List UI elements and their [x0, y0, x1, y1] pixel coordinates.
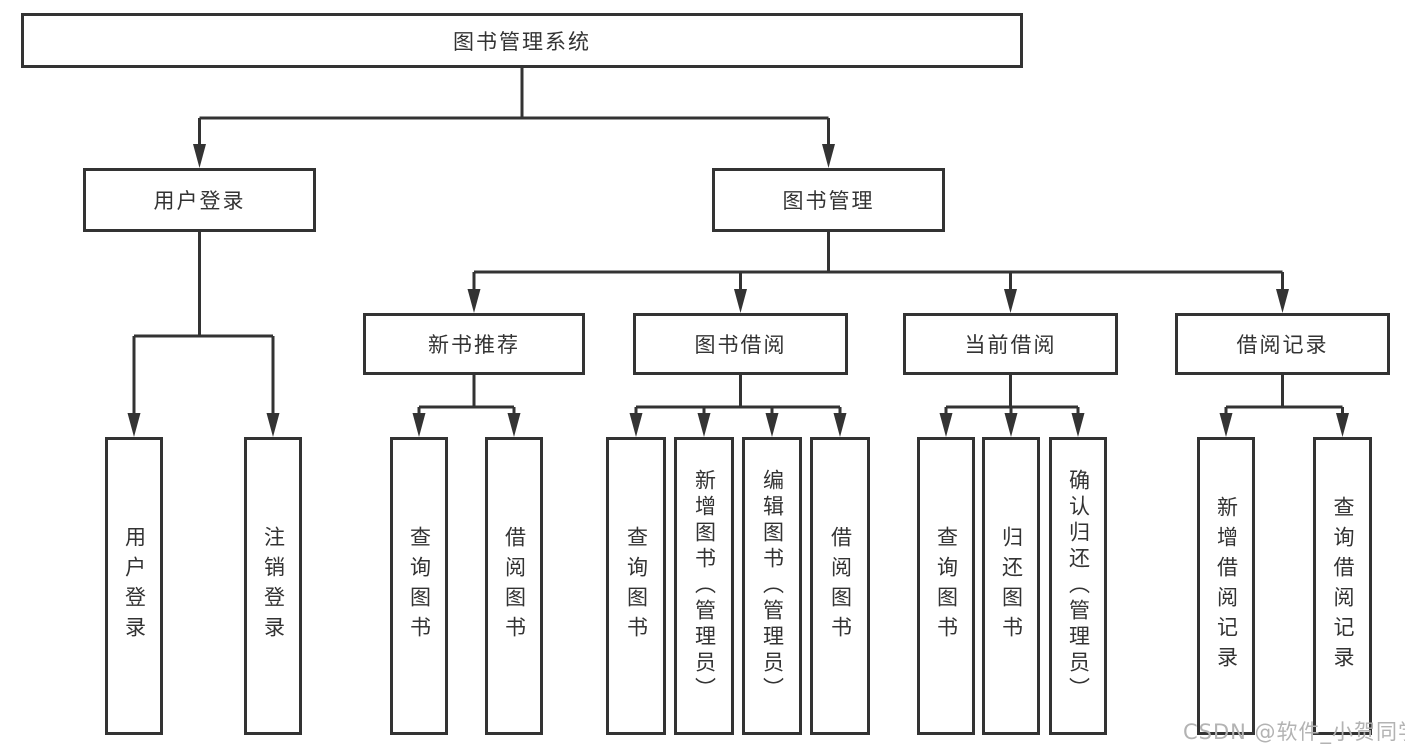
leaf-newbook-borrow: 借阅图书 [485, 437, 543, 735]
leaf-records-add: 新增借阅记录 [1197, 437, 1255, 735]
leaf-borrow-borrow-label: 借阅图书 [828, 526, 853, 646]
leaf-current-confirm: 确认归还（管理员） [1049, 437, 1107, 735]
leaf-newbook-query-label: 查询图书 [407, 526, 432, 646]
node-borrow-records-label: 借阅记录 [1236, 333, 1329, 357]
leaf-current-return: 归还图书 [982, 437, 1040, 735]
leaf-user-login-label: 用户登录 [122, 526, 147, 646]
node-current-borrow-label: 当前借阅 [964, 333, 1057, 357]
leaf-records-query: 查询借阅记录 [1313, 437, 1372, 735]
leaf-records-add-label: 新增借阅记录 [1214, 496, 1239, 676]
node-new-book-recommend: 新书推荐 [363, 313, 585, 375]
node-user-login-label: 用户登录 [153, 189, 246, 213]
node-book-management: 图书管理 [712, 168, 945, 232]
node-user-login: 用户登录 [83, 168, 316, 232]
node-root: 图书管理系统 [21, 13, 1023, 68]
leaf-current-return-label: 归还图书 [999, 526, 1024, 646]
leaf-newbook-borrow-label: 借阅图书 [502, 526, 527, 646]
leaf-current-query-label: 查询图书 [934, 526, 959, 646]
node-borrow-records: 借阅记录 [1175, 313, 1390, 375]
leaf-borrow-edit: 编辑图书（管理员） [742, 437, 802, 735]
node-root-label: 图书管理系统 [453, 29, 591, 54]
node-book-borrow-label: 图书借阅 [694, 333, 787, 357]
leaf-borrow-edit-label: 编辑图书（管理员） [760, 469, 785, 703]
leaf-records-query-label: 查询借阅记录 [1331, 496, 1355, 676]
node-new-book-recommend-label: 新书推荐 [428, 333, 520, 357]
leaf-newbook-query: 查询图书 [390, 437, 448, 735]
leaf-logout-label: 注销登录 [261, 526, 286, 646]
leaf-logout: 注销登录 [244, 437, 302, 735]
node-book-borrow: 图书借阅 [633, 313, 848, 375]
leaf-borrow-borrow: 借阅图书 [810, 437, 870, 735]
leaf-borrow-add-label: 新增图书（管理员） [692, 469, 717, 703]
leaf-borrow-add: 新增图书（管理员） [674, 437, 734, 735]
node-current-borrow: 当前借阅 [903, 313, 1118, 375]
node-book-management-label: 图书管理 [782, 189, 875, 213]
leaf-borrow-query: 查询图书 [606, 437, 666, 735]
leaf-user-login: 用户登录 [105, 437, 163, 735]
watermark: CSDN @软件_小贺同学 [1183, 720, 1405, 744]
leaf-borrow-query-label: 查询图书 [624, 526, 649, 646]
leaf-current-query: 查询图书 [917, 437, 975, 735]
leaf-current-confirm-label: 确认归还（管理员） [1066, 469, 1091, 703]
